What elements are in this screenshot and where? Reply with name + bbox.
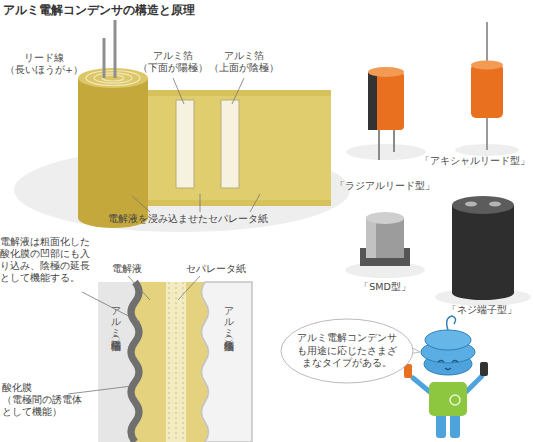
lead-wire	[114, 20, 117, 78]
lead-wire-label: リード線 （長いほうが+）	[4, 52, 84, 76]
type-label: 「アキシャルリード型」	[418, 155, 532, 167]
capacitor-top	[471, 61, 503, 70]
mascot-arm	[413, 378, 430, 392]
mascot-curl	[447, 316, 456, 330]
capacitor-top	[368, 67, 404, 77]
capacitor-top	[452, 196, 514, 214]
oxide-film	[131, 282, 139, 442]
electrolyte-label: 電解液	[112, 263, 156, 275]
capacitor-bottom	[452, 286, 514, 300]
roll-body	[78, 78, 148, 218]
leader-line	[200, 194, 201, 212]
lead-wire	[103, 38, 106, 78]
separator-fiber	[176, 282, 177, 442]
foil-strip	[221, 100, 239, 188]
foil-strip	[176, 100, 194, 188]
smd-highlight	[366, 218, 376, 258]
bubble-text: アルミ電解コンデンサ も用途に応じたさまざ まなタイプがある。	[292, 318, 402, 384]
mascot-arm	[466, 376, 482, 392]
separator-label: 電解液を浸み込ませたセパレータ紙	[108, 213, 308, 225]
shadow	[346, 144, 426, 160]
title-text: アルミ電解コンデンサの構造と原理	[3, 2, 195, 19]
foil-label: アルミ箔（陰極側）	[222, 300, 235, 333]
leader-line	[232, 78, 244, 104]
separator-fiber	[169, 282, 170, 442]
speech-bubble: アルミ電解コンデンサ も用途に応じたさまざ まなタイプがある。	[280, 318, 414, 384]
screw-capacitor	[452, 205, 514, 293]
screw-terminal	[489, 202, 501, 207]
bubble-shape	[281, 319, 413, 383]
held-capacitor	[480, 362, 488, 376]
axial-capacitor	[471, 64, 503, 118]
leader-line	[128, 276, 150, 300]
leader-line	[178, 276, 200, 300]
roll-ring	[86, 71, 140, 86]
mascot-head	[425, 330, 471, 350]
leader-line	[250, 194, 260, 212]
separator-label: セパレータ紙	[186, 263, 256, 275]
anode-foil-label: アルミ箔 （下面が陽極）	[136, 50, 210, 74]
electrolyte	[98, 282, 252, 442]
anode-foil	[98, 282, 139, 442]
mascot-mouth	[445, 368, 451, 370]
polarity-stripe	[368, 72, 377, 130]
lead-wire	[378, 128, 380, 160]
roll-top	[78, 68, 148, 88]
capacitor-top	[366, 212, 404, 224]
mascot-eyes	[438, 361, 458, 363]
separator-paper	[166, 282, 186, 442]
foil-label: アルミ箔（陽極側）	[109, 300, 122, 333]
cathode-foil	[202, 282, 253, 442]
explanation-note: 電解液は粗面化した 酸化膜の凹部にも入 り込み、陰極の延長 として機能する。	[0, 236, 96, 285]
type-label: 「SMD型」	[350, 281, 420, 293]
type-label: 「ラジアルリード型」	[335, 180, 435, 192]
leader-line	[68, 386, 132, 394]
separator-fiber	[183, 282, 184, 442]
mascot-spiral	[450, 395, 460, 405]
radial-capacitor	[368, 72, 404, 130]
roll-ring	[94, 73, 132, 83]
screw-terminal	[465, 202, 477, 207]
leader-line	[132, 196, 150, 212]
mascot-body	[429, 382, 467, 416]
type-label: 「ネジ端子型」	[432, 304, 532, 316]
leader-line	[173, 78, 184, 104]
lead-wire	[393, 128, 395, 152]
cathode-foil-label: アルミ箔 （上面が陰極）	[207, 50, 281, 74]
oxide-film-label: 酸化膜 （電極間の誘電体 として機能）	[2, 382, 102, 418]
